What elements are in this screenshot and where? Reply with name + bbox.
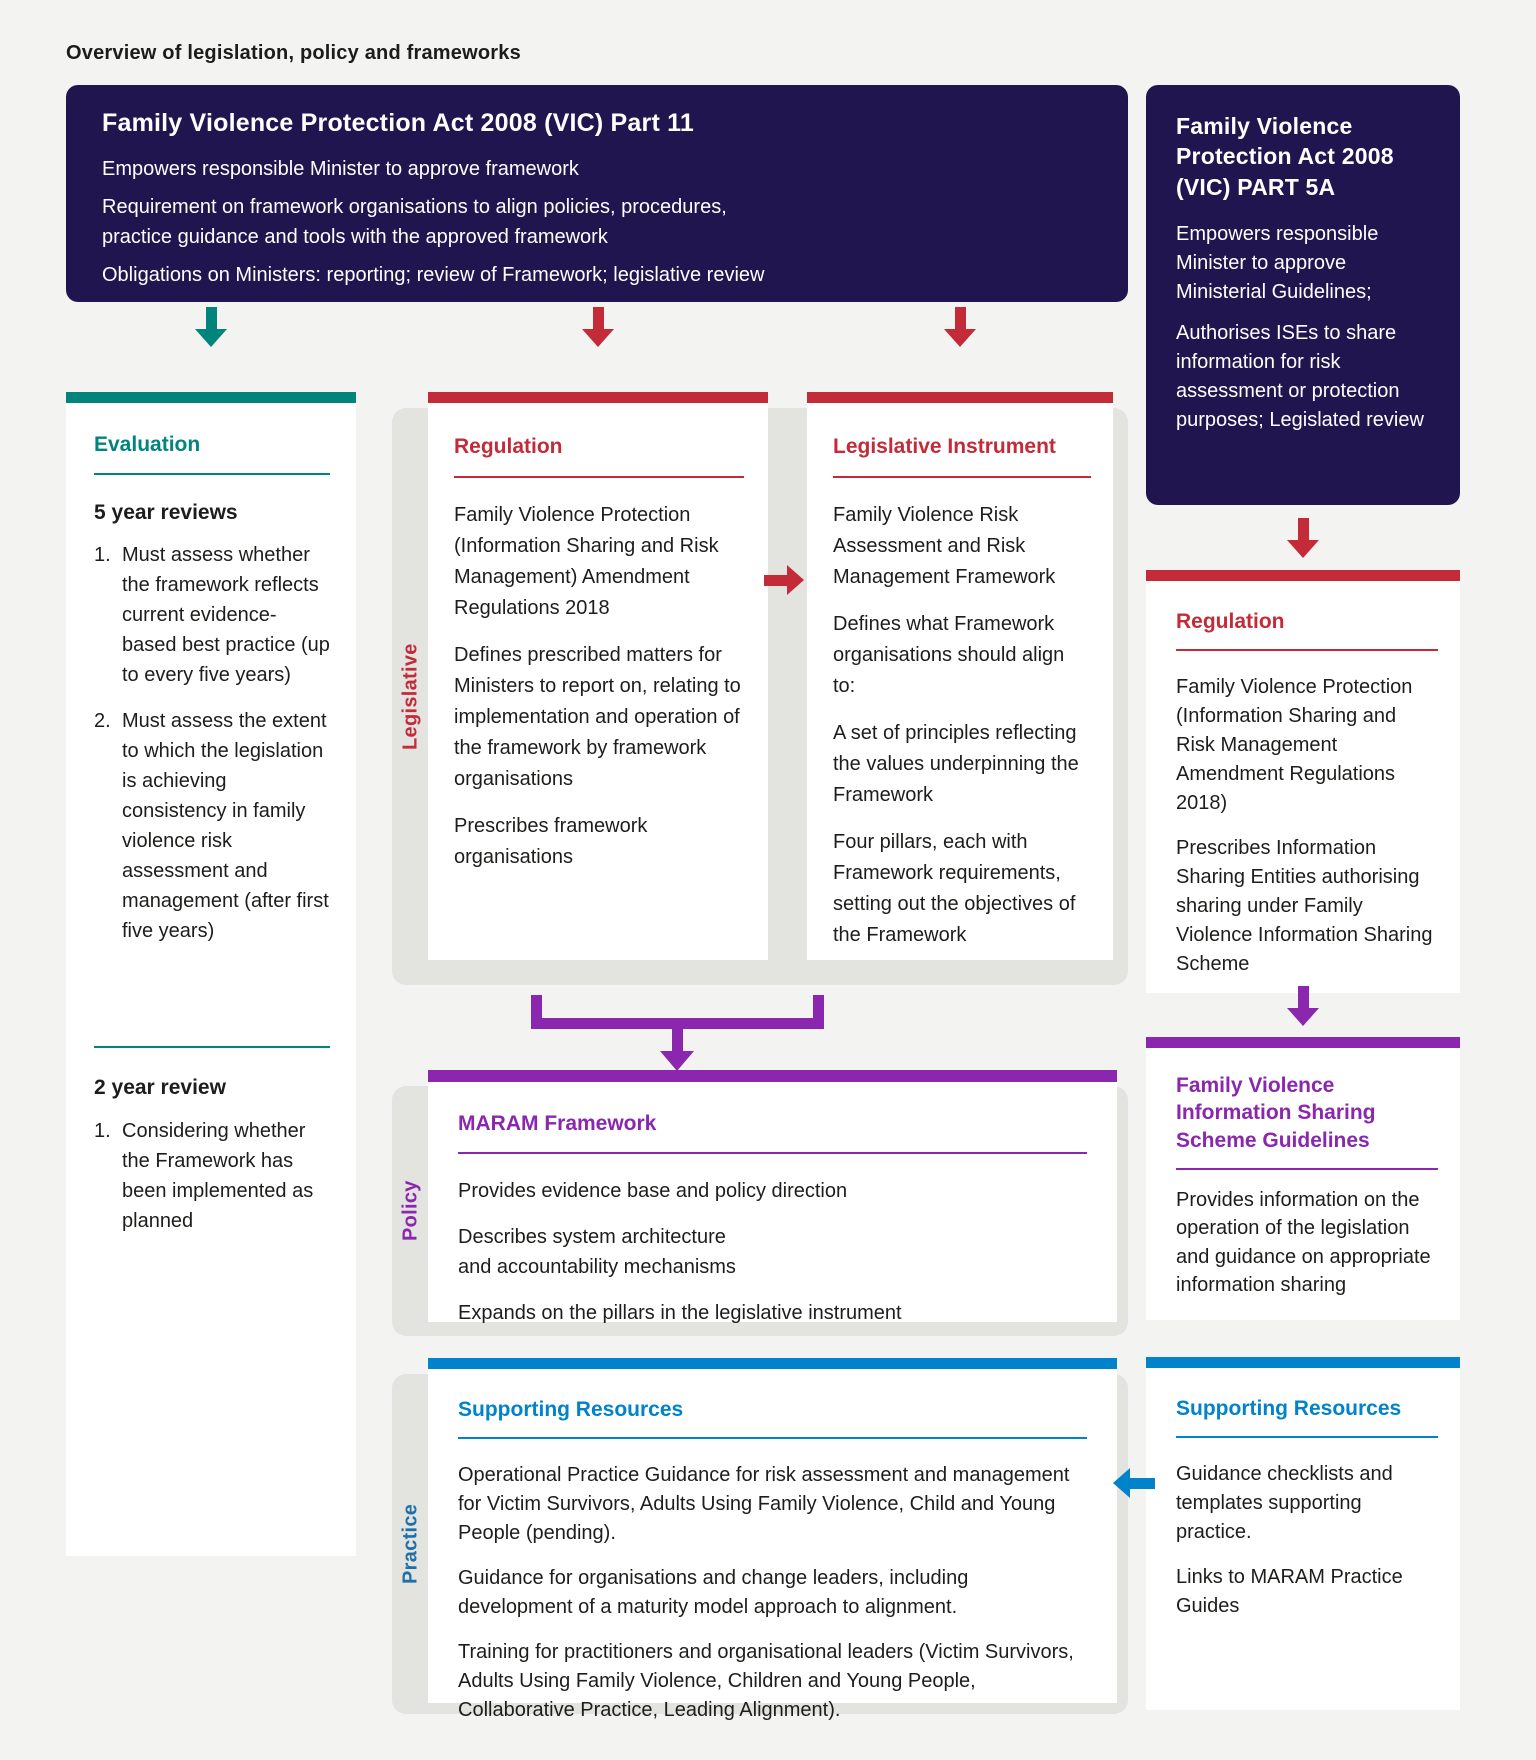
regulation-point: Prescribes framework organisations	[454, 814, 648, 868]
supporting-point: Operational Practice Guidance for risk a…	[458, 1464, 1070, 1545]
act-part11-box: Family Violence Protection Act 2008 (VIC…	[66, 85, 1128, 302]
heading-rule	[1176, 649, 1438, 652]
act-part5a-point: Empowers responsible Minister to approve…	[1176, 223, 1379, 304]
maram-heading: MARAM Framework	[458, 1112, 657, 1135]
act-part5a-title: Family Violence Protection Act 2008 (VIC…	[1176, 113, 1394, 200]
instrument-point: Family Violence Risk Assessment and Risk…	[833, 503, 1056, 588]
list-number: 1.	[94, 544, 111, 566]
heading-rule	[94, 472, 330, 475]
right-supporting-point: Links to MARAM Practice Guides	[1176, 1566, 1403, 1618]
supporting-point: Training for practitioners and organisat…	[458, 1641, 1074, 1722]
list-number: 1.	[94, 1119, 111, 1142]
right-regulation-heading: Regulation	[1176, 610, 1285, 633]
right-arrow-red-icon	[764, 565, 804, 595]
right-supporting-resources-box: Supporting Resources Guidance checklists…	[1146, 1368, 1460, 1710]
down-arrow-teal-icon	[195, 307, 227, 347]
right-supporting-point: Guidance checklists and templates suppor…	[1176, 1463, 1393, 1544]
supporting-resources-heading: Supporting Resources	[458, 1398, 684, 1421]
maram-point: Provides evidence base and policy direct…	[458, 1179, 848, 1202]
down-arrow-red-icon	[582, 307, 614, 347]
regulation-point: Defines prescribed matters for Ministers…	[454, 643, 741, 790]
bracket-left-leg	[531, 995, 542, 1029]
guidelines-accent-bar	[1146, 1037, 1460, 1048]
bracket-crossbar	[531, 1018, 824, 1029]
supporting-resources-accent-bar	[428, 1358, 1117, 1369]
right-regulation-point: Family Violence Protection (Information …	[1176, 676, 1413, 815]
right-supporting-accent-bar	[1146, 1357, 1460, 1368]
maram-accent-bar	[428, 1070, 1117, 1082]
regulation-point: Family Violence Protection (Information …	[454, 503, 719, 619]
evaluation-box: Evaluation 5 year reviews 1. Must assess…	[66, 403, 356, 1556]
down-arrow-red-icon	[1287, 518, 1319, 558]
legislative-instrument-heading: Legislative Instrument	[833, 435, 1056, 458]
down-arrow-purple-icon	[660, 1051, 694, 1071]
five-year-reviews-heading: 5 year reviews	[94, 500, 238, 524]
maram-framework-box: MARAM Framework Provides evidence base a…	[428, 1082, 1117, 1324]
left-arrow-blue-icon	[1113, 1468, 1155, 1498]
act-part11-title: Family Violence Protection Act 2008 (VIC…	[102, 109, 694, 137]
right-regulation-point: Prescribes Information Sharing Entities …	[1176, 837, 1433, 976]
list-item: 1. Considering whether the Framework has…	[94, 1116, 330, 1236]
information-sharing-guidelines-box: Family Violence Information Sharing Sche…	[1146, 1048, 1460, 1320]
right-supporting-heading: Supporting Resources	[1176, 1397, 1402, 1420]
guidelines-heading: Family Violence Information Sharing Sche…	[1176, 1074, 1376, 1152]
act-part5a-box: Family Violence Protection Act 2008 (VIC…	[1146, 85, 1460, 505]
two-year-review-heading: 2 year review	[94, 1076, 226, 1099]
policy-band-label: Policy	[399, 1180, 422, 1242]
down-arrow-purple-icon	[1287, 986, 1319, 1026]
list-item: 2. Must assess the extent to which the l…	[94, 706, 330, 946]
maram-point: Expands on the pillars in the legislativ…	[458, 1301, 902, 1324]
supporting-resources-box: Supporting Resources Operational Practic…	[428, 1369, 1117, 1721]
supporting-point: Guidance for organisations and change le…	[458, 1567, 969, 1619]
maram-point: Describes system architecture and accoun…	[458, 1225, 736, 1278]
act-part5a-point: Authorises ISEs to share information for…	[1176, 322, 1424, 432]
regulation-heading: Regulation	[454, 435, 563, 458]
list-item: 1. Must assess whether the framework ref…	[94, 540, 330, 690]
instrument-point: A set of principles reflecting the value…	[833, 721, 1079, 806]
evaluation-heading: Evaluation	[94, 433, 201, 456]
bracket-right-leg	[813, 995, 824, 1029]
list-text: Must assess the extent to which the legi…	[122, 710, 329, 942]
list-text: Must assess whether the framework reflec…	[122, 544, 330, 686]
legislative-instrument-accent-bar	[807, 392, 1113, 403]
right-regulation-box: Regulation Family Violence Protection (I…	[1146, 581, 1460, 993]
bracket-arrow-stem	[672, 1029, 683, 1051]
instrument-point: Defines what Framework organisations sho…	[833, 612, 1065, 697]
act-part11-point: Obligations on Ministers: reporting; rev…	[102, 264, 765, 286]
legislative-band-label: Legislative	[399, 643, 422, 750]
regulation-box: Regulation Family Violence Protection (I…	[428, 403, 768, 960]
heading-rule	[458, 1437, 1087, 1440]
heading-rule	[1176, 1167, 1438, 1170]
right-regulation-accent-bar	[1146, 570, 1460, 581]
instrument-point: Four pillars, each with Framework requir…	[833, 830, 1076, 946]
section-divider	[94, 1046, 330, 1048]
evaluation-accent-bar	[66, 392, 356, 403]
act-part11-point: Requirement on framework organisations t…	[102, 196, 727, 248]
down-arrow-red-icon	[944, 307, 976, 347]
regulation-accent-bar	[428, 392, 768, 403]
heading-rule	[833, 475, 1091, 478]
list-number: 2.	[94, 710, 111, 732]
page-title: Overview of legislation, policy and fram…	[66, 42, 521, 64]
practice-band-label: Practice	[399, 1503, 422, 1585]
heading-rule	[454, 475, 744, 478]
heading-rule	[458, 1151, 1087, 1154]
act-part11-point: Empowers responsible Minister to approve…	[102, 158, 579, 180]
legislative-instrument-box: Legislative Instrument Family Violence R…	[807, 403, 1113, 960]
heading-rule	[1176, 1436, 1438, 1439]
list-text: Considering whether the Framework has be…	[122, 1119, 314, 1232]
guidelines-point: Provides information on the operation of…	[1176, 1188, 1431, 1297]
